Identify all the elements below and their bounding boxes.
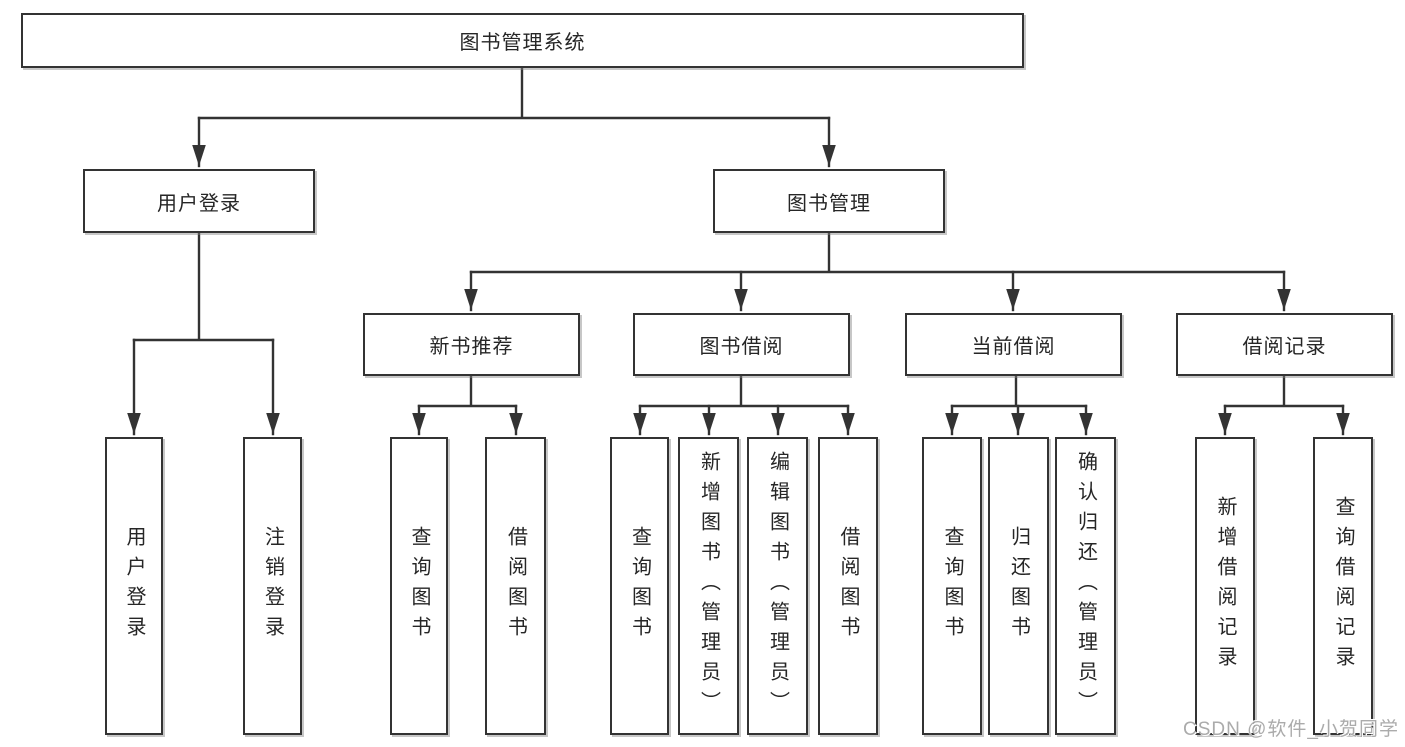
node-book-management-label: 图书管理 bbox=[787, 192, 871, 215]
leaf-confirm-return-admin-label: 确认归还（管理员） bbox=[1074, 451, 1097, 721]
leaf-edit-book-admin: 编辑图书（管理员） bbox=[747, 437, 808, 735]
node-new-book-recommend-label: 新书推荐 bbox=[429, 336, 514, 358]
leaf-return-book-label: 归还图书 bbox=[1007, 526, 1030, 646]
node-user-login-label: 用户登录 bbox=[157, 192, 241, 215]
leaf-logout-label: 注销登录 bbox=[261, 526, 284, 646]
leaf-user-login-label: 用户登录 bbox=[123, 526, 145, 646]
node-root-label: 图书管理系统 bbox=[459, 32, 586, 54]
leaf-add-book-admin-label: 新增图书（管理员） bbox=[697, 451, 720, 721]
leaf-query-books-borrow-label: 查询图书 bbox=[628, 526, 651, 646]
node-book-borrow-label: 图书借阅 bbox=[699, 336, 784, 358]
node-user-login: 用户登录 bbox=[83, 169, 315, 233]
node-new-book-recommend: 新书推荐 bbox=[363, 313, 580, 376]
leaf-logout: 注销登录 bbox=[243, 437, 302, 735]
leaf-query-books-recommend-label: 查询图书 bbox=[408, 526, 430, 646]
node-root: 图书管理系统 bbox=[21, 13, 1024, 68]
leaf-borrow-books-label: 借阅图书 bbox=[837, 526, 859, 646]
leaf-query-books-current-label: 查询图书 bbox=[941, 526, 963, 646]
leaf-add-book-admin: 新增图书（管理员） bbox=[678, 437, 739, 735]
leaf-borrow-books-recommend: 借阅图书 bbox=[485, 437, 546, 735]
leaf-query-books-current: 查询图书 bbox=[922, 437, 982, 735]
node-current-borrow: 当前借阅 bbox=[905, 313, 1122, 376]
node-book-management: 图书管理 bbox=[713, 169, 945, 233]
leaf-add-borrow-record-label: 新增借阅记录 bbox=[1214, 496, 1236, 676]
leaf-confirm-return-admin: 确认归还（管理员） bbox=[1055, 437, 1116, 735]
leaf-query-books-recommend: 查询图书 bbox=[390, 437, 448, 735]
leaf-return-book: 归还图书 bbox=[988, 437, 1049, 735]
leaf-user-login: 用户登录 bbox=[105, 437, 163, 735]
leaf-query-borrow-record-label: 查询借阅记录 bbox=[1332, 496, 1354, 676]
node-borrow-records: 借阅记录 bbox=[1176, 313, 1393, 376]
leaf-borrow-books-recommend-label: 借阅图书 bbox=[504, 526, 527, 646]
leaf-borrow-books: 借阅图书 bbox=[818, 437, 878, 735]
watermark-text: CSDN @软件_小贺同学 bbox=[1183, 719, 1399, 740]
node-borrow-records-label: 借阅记录 bbox=[1242, 336, 1327, 358]
leaf-add-borrow-record: 新增借阅记录 bbox=[1195, 437, 1255, 735]
leaf-query-books-borrow: 查询图书 bbox=[610, 437, 669, 735]
node-current-borrow-label: 当前借阅 bbox=[971, 336, 1056, 358]
node-book-borrow: 图书借阅 bbox=[633, 313, 850, 376]
leaf-edit-book-admin-label: 编辑图书（管理员） bbox=[766, 451, 789, 721]
leaf-query-borrow-record: 查询借阅记录 bbox=[1313, 437, 1373, 735]
